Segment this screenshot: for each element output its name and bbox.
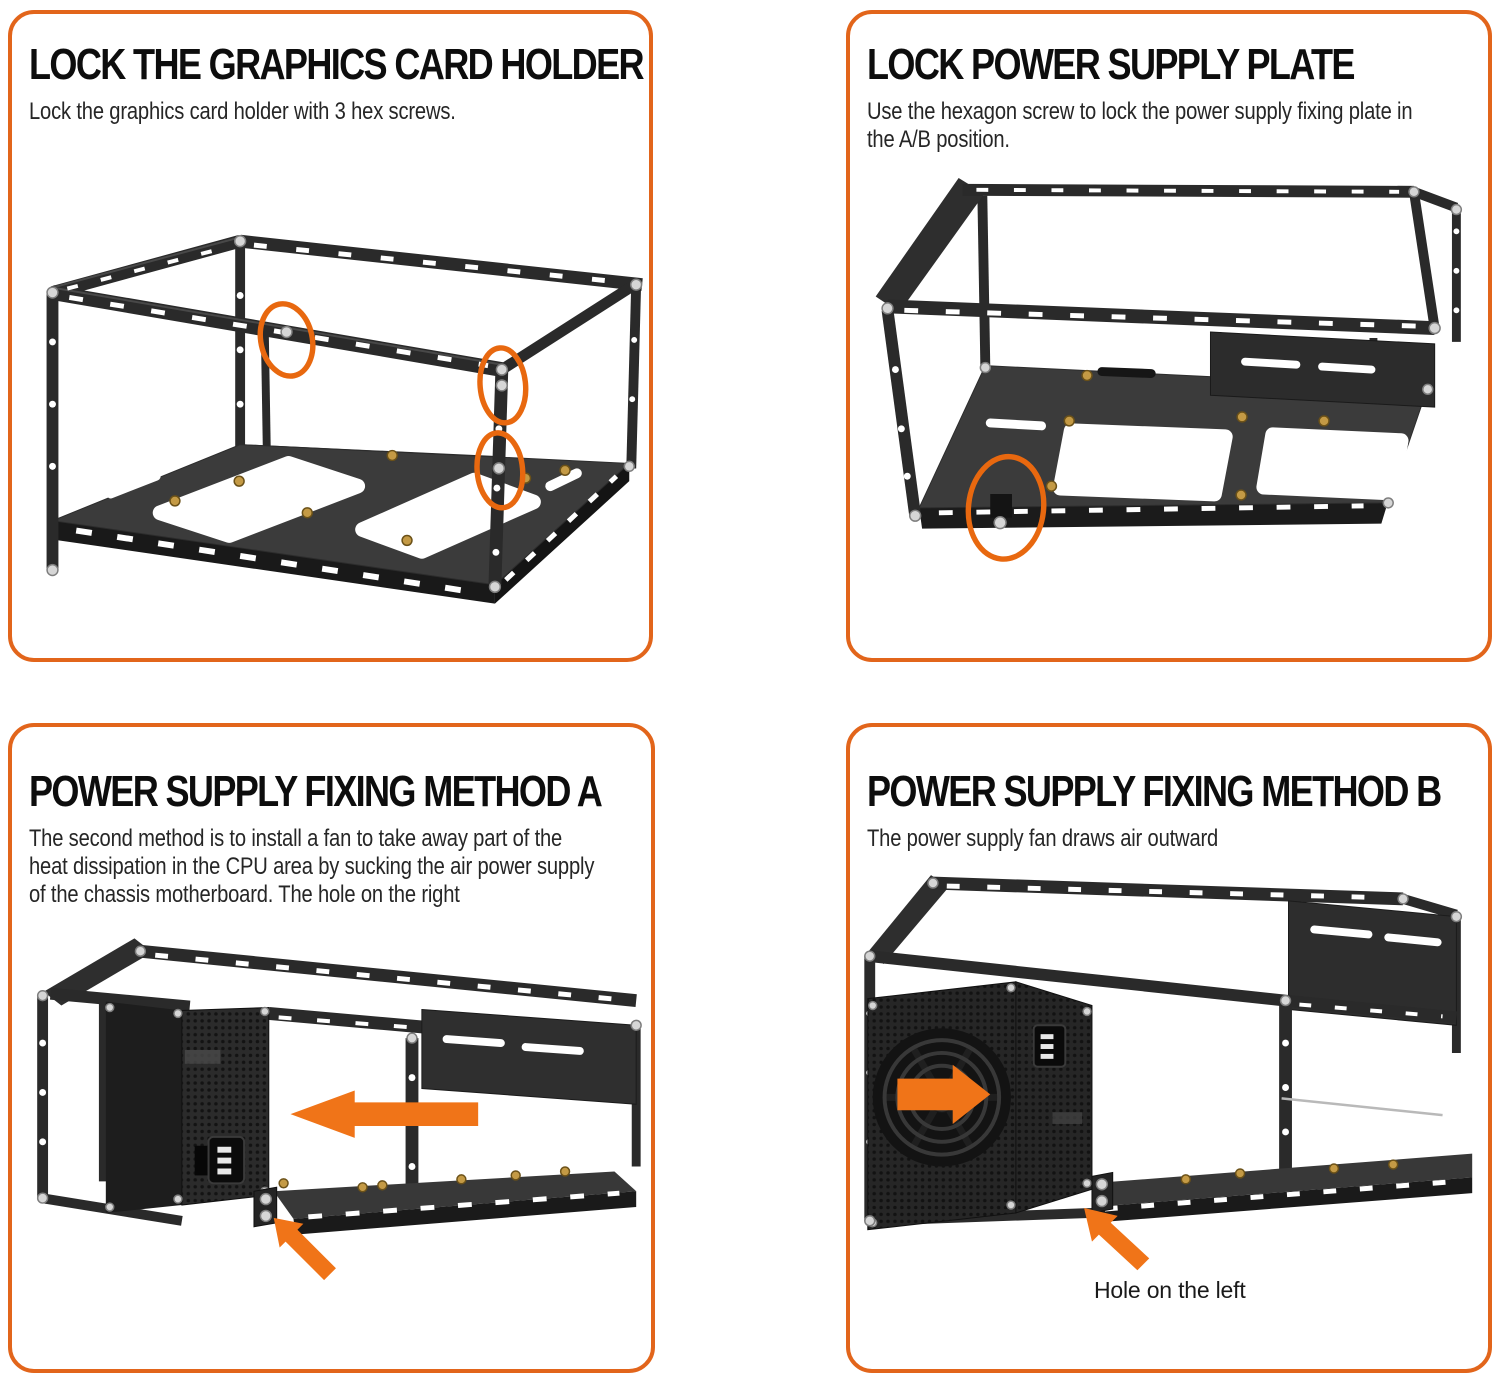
ac-inlet: [207, 1135, 246, 1185]
panel-title: LOCK POWER SUPPLY PLATE: [867, 40, 1355, 89]
panel-body: The power supply fan draws air outward: [867, 825, 1219, 852]
power-supply-fixing-plate: [421, 1008, 637, 1105]
panel-body: Lock the graphics card holder with 3 hex…: [29, 98, 456, 125]
post-holes: [891, 228, 1460, 480]
psu-bottom-bracket: [253, 1186, 278, 1228]
screw-position-highlight-circle: [965, 453, 1047, 562]
psu-mesh-panel: [181, 1006, 270, 1206]
psu-direction-arrow: [290, 1090, 479, 1138]
panel-psu-fixing-method-a: POWER SUPPLY FIXING METHOD A The second …: [8, 723, 655, 1373]
mining-frame: [37, 938, 641, 1235]
power-switch: [194, 1145, 208, 1176]
hole-on-left-label: Hole on the left: [1094, 1277, 1246, 1303]
mining-frame: [46, 234, 643, 604]
motherboard-standoffs: [1045, 365, 1330, 501]
hex-screw-highlight-circle: [257, 301, 316, 379]
tray-cutout: [355, 472, 541, 559]
panel-title: POWER SUPPLY FIXING METHOD A: [29, 767, 603, 816]
hex-screw-highlight-circle: [477, 345, 529, 426]
support-wire: [1281, 1097, 1443, 1117]
hex-screws: [46, 235, 643, 594]
bottom-screw-arrow: [273, 1217, 336, 1281]
left-hole-arrow: [1084, 1207, 1150, 1271]
psu-mesh-panel: [1015, 981, 1093, 1214]
panel-body: Use the hexagon screw to lock the power …: [867, 98, 1413, 153]
motherboard-standoffs: [169, 449, 571, 547]
frame-screws: [36, 945, 642, 1204]
motherboard-standoffs: [1180, 1159, 1399, 1185]
psu-fixing-method-b-illustration: [864, 875, 1473, 1271]
panel-body: The second method is to install a fan to…: [29, 825, 595, 908]
post-holes: [49, 292, 638, 556]
fan-grille: [872, 1028, 1011, 1167]
psu-bottom-bracket: [1091, 1171, 1114, 1214]
screw-slot: [990, 494, 1012, 518]
mining-frame: [875, 177, 1463, 530]
ac-inlet: [1032, 1024, 1067, 1068]
mining-frame: [864, 875, 1473, 1226]
fan-direction-arrow: [897, 1064, 991, 1125]
tray-cutout: [1052, 423, 1233, 502]
psu-side-panel: [867, 981, 1017, 1231]
tray-cutout: [152, 455, 366, 543]
post-holes: [39, 1039, 416, 1170]
panel-title: LOCK THE GRAPHICS CARD HOLDER: [29, 40, 645, 89]
panel-lock-graphics-card-holder: LOCK THE GRAPHICS CARD HOLDER Lock the g…: [8, 10, 653, 662]
power-supply-unit: [105, 1001, 278, 1228]
frame-screws: [864, 877, 1463, 1227]
power-supply-unit: [867, 981, 1114, 1231]
panel-title: POWER SUPPLY FIXING METHOD B: [867, 767, 1442, 816]
psu-fixing-method-a-illustration: [36, 938, 642, 1281]
hex-screw-highlight-circle: [474, 430, 526, 511]
panel-lock-power-supply-plate: LOCK POWER SUPPLY PLATE Use the hexagon …: [846, 10, 1492, 662]
panel-psu-fixing-method-b: POWER SUPPLY FIXING METHOD B The power s…: [846, 723, 1492, 1373]
power-supply-fixing-plate: [1288, 900, 1457, 1026]
power-supply-fixing-plate: [1209, 331, 1436, 408]
motherboard-standoffs: [278, 1166, 571, 1193]
post-holes: [866, 1009, 1289, 1146]
hex-screws: [881, 186, 1463, 530]
tray-cutout: [1256, 427, 1409, 501]
hex-screw-highlights: [257, 301, 529, 511]
